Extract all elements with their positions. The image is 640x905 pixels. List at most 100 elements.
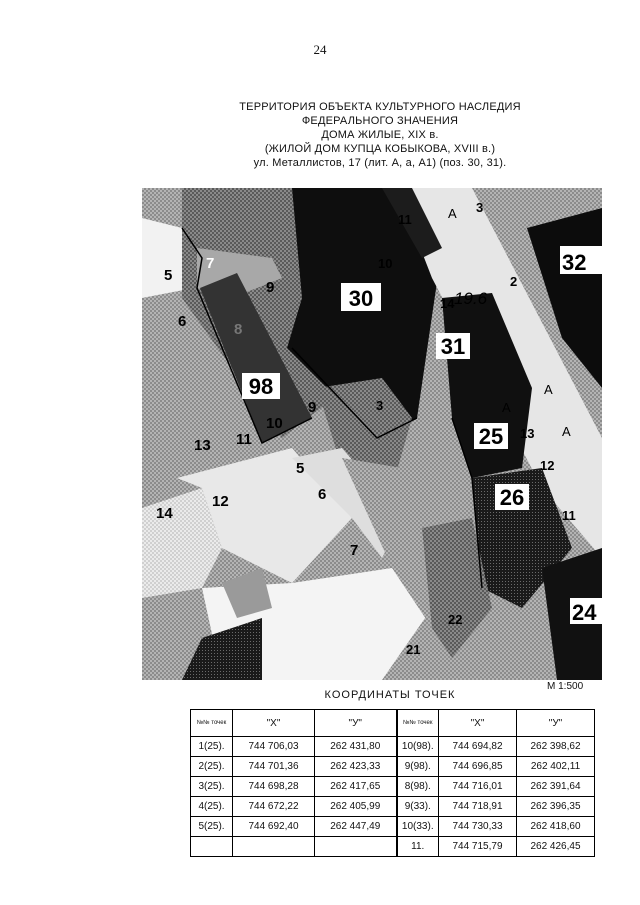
label-box-98 bbox=[242, 373, 280, 399]
table-cell: 744 672,22 bbox=[232, 796, 315, 817]
header-points-left: №№ точек bbox=[190, 709, 233, 737]
label-22: 22 bbox=[448, 612, 462, 627]
label-25: 25 bbox=[479, 424, 503, 449]
table-cell: 744 706,03 bbox=[232, 736, 315, 757]
table-row: 4(25). 744 672,22 262 405,99 9(33). 744 … bbox=[190, 796, 595, 817]
label-3-b: 3 bbox=[376, 398, 383, 413]
parcel-light-12 bbox=[177, 448, 352, 583]
table-cell bbox=[314, 836, 397, 857]
table-row: 11. 744 715,79 262 426,45 bbox=[190, 836, 595, 857]
label-5: 5 bbox=[164, 267, 172, 284]
label-3: 3 bbox=[476, 200, 483, 215]
table-cell: 262 423,33 bbox=[314, 756, 397, 777]
label-2: 2 bbox=[510, 274, 517, 289]
table-cell: 10(98). bbox=[395, 736, 439, 757]
label-31: 31 bbox=[441, 334, 465, 359]
table-cell: 262 402,11 bbox=[516, 756, 595, 777]
table-cell: 262 417,65 bbox=[314, 776, 397, 797]
label-13-b: 13 bbox=[520, 426, 534, 441]
table-cell bbox=[190, 836, 233, 857]
label-32: 32 bbox=[562, 250, 586, 275]
label-30: 30 bbox=[349, 286, 373, 311]
table-header-row: №№ точек "Х" "У" №№ точек "Х" "У" bbox=[190, 709, 595, 737]
boundary-line-25 bbox=[451, 417, 483, 589]
title-line-2: ФЕДЕРАЛЬНОГО ЗНАЧЕНИЯ bbox=[301, 115, 459, 127]
table-cell: 262 405,99 bbox=[314, 796, 397, 817]
table-cell: 744 694,82 bbox=[438, 736, 517, 757]
parcel-hatch-22 bbox=[422, 518, 492, 658]
map-drawing: 30 98 31 25 26 32 24 7 5 9 6 8 10 11 9 1… bbox=[142, 188, 602, 680]
label-19-6: 19.6 bbox=[454, 289, 488, 308]
table-cell: 2(25). bbox=[190, 756, 233, 777]
parcel-small-gray bbox=[222, 568, 272, 618]
table-cell: 262 431,80 bbox=[314, 736, 397, 757]
label-7-b: 7 bbox=[350, 542, 358, 559]
label-box-32 bbox=[560, 246, 602, 274]
title-block: ТЕРРИТОРИЯ ОБЪЕКТА КУЛЬТУРНОГО НАСЛЕДИЯ … bbox=[160, 100, 600, 170]
table-cell: 1(25). bbox=[190, 736, 233, 757]
table-cell: 9(33). bbox=[395, 796, 439, 817]
label-14-b: 14 bbox=[440, 296, 455, 311]
label-13: 13 bbox=[194, 437, 211, 454]
table-row: 1(25). 744 706,03 262 431,80 10(98). 744… bbox=[190, 736, 595, 757]
cadastral-map: 30 98 31 25 26 32 24 7 5 9 6 8 10 11 9 1… bbox=[142, 188, 602, 680]
title-line-4: (ЖИЛОЙ ДОМ КУПЦА КОБЫКОВА, XVIII в.) bbox=[264, 143, 496, 155]
table-cell bbox=[232, 836, 315, 857]
title-line-5: ул. Металлистов, 17 (лит. А, а, А1) (поз… bbox=[253, 157, 507, 169]
table-cell: 744 730,33 bbox=[438, 816, 517, 837]
label-letter-a-3: А bbox=[562, 424, 571, 439]
header-y-left: "У" bbox=[314, 709, 397, 737]
table-row: 3(25). 744 698,28 262 417,65 8(98). 744 … bbox=[190, 776, 595, 797]
table-cell: 744 715,79 bbox=[438, 836, 517, 857]
label-box-30 bbox=[341, 283, 381, 311]
header-x-right: "Х" bbox=[438, 709, 517, 737]
label-box-24 bbox=[570, 598, 602, 624]
parcel-dark-bottom bbox=[182, 618, 262, 680]
table-cell: 5(25). bbox=[190, 816, 233, 837]
label-box-25 bbox=[474, 423, 508, 449]
label-letter-a-2: А bbox=[544, 382, 553, 397]
boundary-line-30 bbox=[291, 347, 418, 439]
table-cell: 4(25). bbox=[190, 796, 233, 817]
building-30 bbox=[287, 188, 442, 438]
label-6-b: 6 bbox=[318, 486, 326, 503]
label-5-b: 5 bbox=[296, 460, 304, 477]
table-cell: 11. bbox=[395, 836, 439, 857]
label-21: 21 bbox=[406, 642, 420, 657]
title-line-1: ТЕРРИТОРИЯ ОБЪЕКТА КУЛЬТУРНОГО НАСЛЕДИЯ bbox=[239, 101, 521, 113]
table-cell: 262 447,49 bbox=[314, 816, 397, 837]
label-8: 8 bbox=[234, 321, 242, 338]
scale-note: М 1:500 bbox=[547, 681, 584, 692]
table-row: 5(25). 744 692,40 262 447,49 10(33). 744… bbox=[190, 816, 595, 837]
label-11: 11 bbox=[236, 431, 252, 448]
page-number: 24 bbox=[313, 42, 327, 57]
label-12: 12 bbox=[212, 493, 229, 510]
header-x-left: "Х" bbox=[232, 709, 315, 737]
label-11-c: 11 bbox=[562, 508, 576, 523]
label-26: 26 bbox=[500, 485, 524, 510]
table-cell: 744 716,01 bbox=[438, 776, 517, 797]
title-line-3: ДОМА ЖИЛЫЕ, XIX в. bbox=[321, 129, 439, 141]
header-y-right: "У" bbox=[516, 709, 595, 737]
table-cell: 262 426,45 bbox=[516, 836, 595, 857]
table-cell: 3(25). bbox=[190, 776, 233, 797]
coordinates-caption: КООРДИНАТЫ ТОЧЕК bbox=[324, 689, 456, 701]
table-cell: 262 418,60 bbox=[516, 816, 595, 837]
label-14: 14 bbox=[156, 505, 173, 522]
header-points-right: №№ точек bbox=[395, 709, 439, 737]
label-6: 6 bbox=[178, 313, 186, 330]
table-cell: 10(33). bbox=[395, 816, 439, 837]
label-9: 9 bbox=[266, 279, 274, 296]
table-cell: 744 698,28 bbox=[232, 776, 315, 797]
label-10: 10 bbox=[266, 415, 283, 432]
table-cell: 744 696,85 bbox=[438, 756, 517, 777]
table-cell: 8(98). bbox=[395, 776, 439, 797]
label-letter-a-1: А bbox=[448, 206, 457, 221]
boundary-line-98 bbox=[181, 227, 313, 445]
parcel-hatch-diagonal bbox=[342, 458, 442, 628]
building-98 bbox=[200, 273, 312, 443]
coordinates-table: №№ точек "Х" "У" №№ точек "Х" "У" 1(25).… bbox=[190, 709, 595, 857]
label-10-b: 10 bbox=[378, 256, 392, 271]
parcel-light-14 bbox=[142, 488, 222, 598]
map-labels: 30 98 31 25 26 32 24 7 5 9 6 8 10 11 9 1… bbox=[156, 200, 602, 657]
